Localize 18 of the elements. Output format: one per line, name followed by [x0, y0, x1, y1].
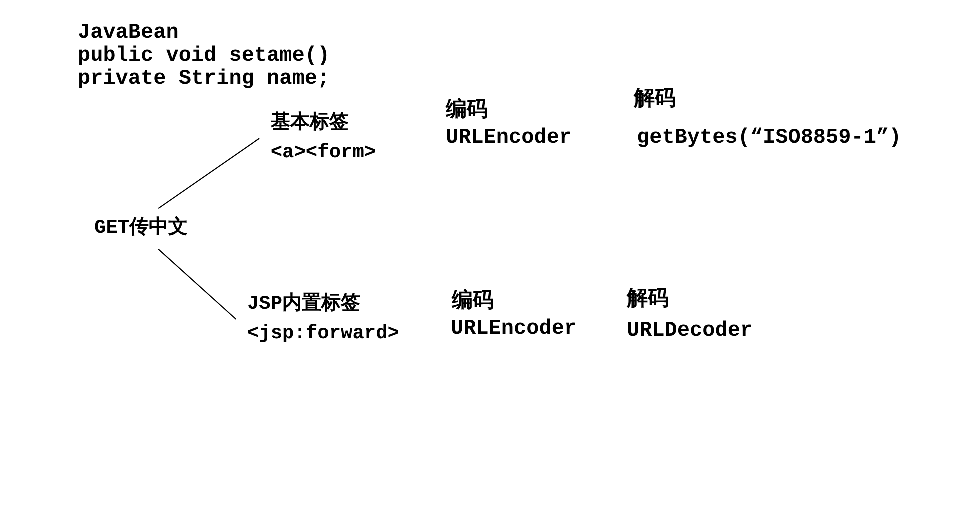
connector-line: [158, 138, 260, 210]
code-text: URLEncoder: [446, 127, 572, 150]
code-text: getBytes(“ISO8859-1”): [637, 127, 902, 150]
code-text: URLDecoder: [627, 320, 754, 343]
code-line: private String name;: [78, 68, 330, 91]
node-label: JSP内置标签: [247, 294, 361, 316]
node-label: GET传中文: [94, 218, 188, 240]
code-line: JavaBean: [78, 22, 179, 45]
connector-line: [158, 248, 237, 320]
code-line: public void setame(): [78, 45, 330, 68]
node-label: <a><form>: [270, 142, 376, 164]
text-label: 编码: [452, 291, 494, 314]
text-label: 编码: [446, 100, 488, 123]
node-label: 基本标签: [270, 112, 349, 134]
text-label: 解码: [634, 89, 676, 112]
code-text: URLEncoder: [451, 318, 578, 341]
node-label: <jsp:forward>: [247, 323, 400, 345]
text-label: 解码: [627, 289, 669, 312]
